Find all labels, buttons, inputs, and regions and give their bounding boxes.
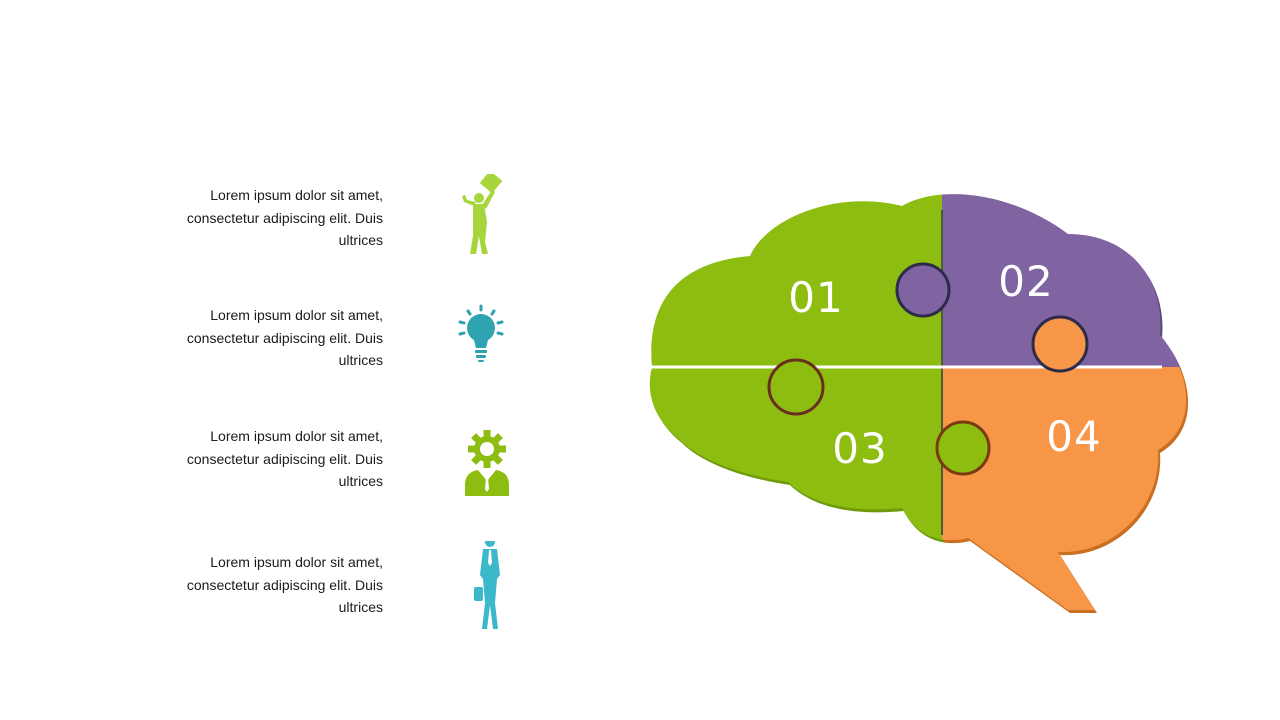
list-item: Lorem ipsum dolor sit amet, consectetur … (150, 541, 530, 631)
item-text: Lorem ipsum dolor sit amet, consectetur … (186, 187, 383, 248)
item-text: Lorem ipsum dolor sit amet, consectetur … (186, 554, 383, 615)
puzzle-knob (1031, 315, 1089, 373)
item-text: Lorem ipsum dolor sit amet, consectetur … (186, 428, 383, 489)
piece-label-01: 01 (788, 273, 843, 322)
text-list: Lorem ipsum dolor sit amet, consectetur … (0, 0, 600, 720)
lightbulb-idea-icon (446, 294, 518, 394)
brain-puzzle-diagram: 01 02 03 04 (649, 194, 1189, 614)
cheering-person-with-flag-icon (446, 174, 518, 274)
gear-head-businessman-icon (446, 415, 518, 515)
piece-label-03: 03 (832, 424, 887, 473)
list-item: Lorem ipsum dolor sit amet, consectetur … (150, 174, 530, 264)
piece-label-02: 02 (998, 257, 1053, 306)
piece-label-04: 04 (1046, 412, 1101, 461)
item-text: Lorem ipsum dolor sit amet, consectetur … (186, 307, 383, 368)
puzzle-knob (895, 262, 951, 318)
puzzle-knob (767, 358, 825, 416)
puzzle-knob (935, 420, 991, 476)
list-item: Lorem ipsum dolor sit amet, consectetur … (150, 304, 530, 384)
businessman-with-briefcase-icon (446, 541, 518, 641)
list-item: Lorem ipsum dolor sit amet, consectetur … (150, 425, 530, 505)
